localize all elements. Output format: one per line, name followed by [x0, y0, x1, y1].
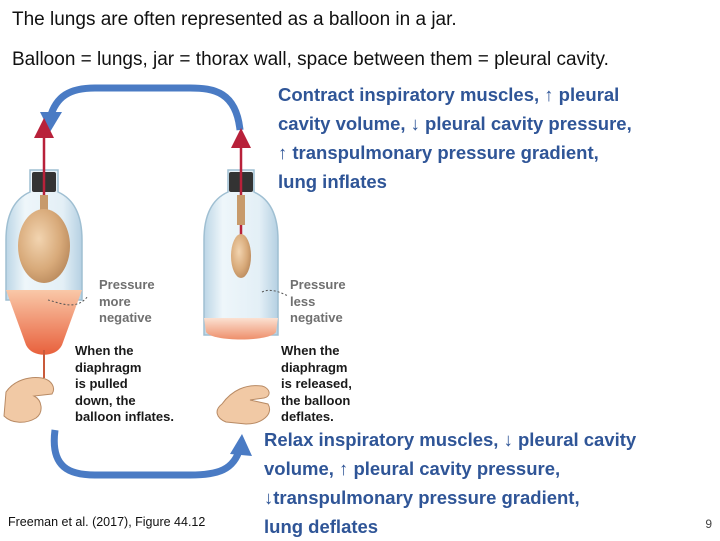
right-jar — [203, 128, 289, 340]
right-pressure-label: Pressure less negative — [290, 277, 346, 325]
intro-line-1: The lungs are often represented as a bal… — [12, 9, 457, 30]
left-caption: When the diaphragm is pulled down, the b… — [75, 343, 174, 424]
left-pressure-label: Pressure more negative — [99, 277, 155, 325]
diaphragm-pulled — [6, 290, 82, 355]
curved-arrow-left-icon — [40, 84, 244, 132]
hand-icon — [3, 377, 55, 423]
expiration-text: Relax inspiratory muscles, ↓ pleural cav… — [264, 429, 637, 537]
hand-open-icon — [216, 385, 270, 425]
page-number: 9 — [705, 517, 712, 531]
balloon-deflated — [231, 234, 251, 278]
diaphragm-released — [204, 318, 278, 340]
left-jar — [5, 118, 89, 378]
citation: Freeman et al. (2017), Figure 44.12 — [8, 515, 206, 529]
inspiration-text: Contract inspiratory muscles, ↑ pleural … — [278, 84, 632, 192]
balloon-inflated — [18, 209, 70, 283]
intro-line-2: Balloon = lungs, jar = thorax wall, spac… — [12, 49, 609, 70]
right-caption: When the diaphragm is released, the ball… — [281, 343, 352, 424]
curved-arrow-right-icon — [50, 429, 252, 479]
